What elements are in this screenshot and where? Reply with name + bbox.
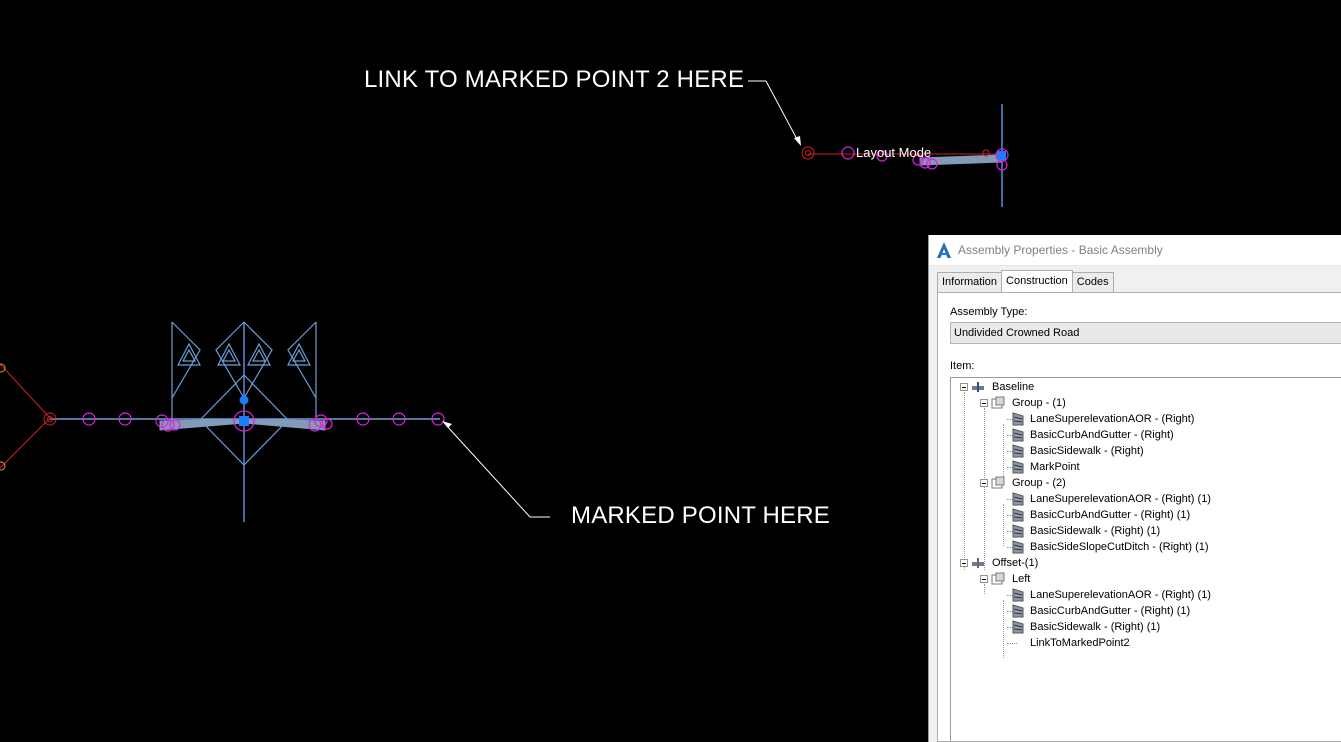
autocad-a-icon <box>937 242 951 258</box>
assembly-type-label: Assembly Type: <box>950 306 1028 318</box>
tree-node-label: LaneSuperelevationAOR - (Right) <box>1030 413 1195 425</box>
daylight-flags <box>171 321 317 420</box>
offset-assembly[interactable] <box>801 104 1009 207</box>
tree-node-label: BasicSideSlopeCutDitch - (Right) (1) <box>1030 541 1209 553</box>
side-marker-lower[interactable] <box>0 461 6 471</box>
marked-point-leader <box>442 421 550 518</box>
layout-mode-label: Layout Mode <box>856 145 932 160</box>
tree-connector <box>964 392 965 570</box>
baseline-marker-left[interactable] <box>43 412 57 426</box>
tree-connector <box>1007 611 1017 612</box>
collapse-toggle-offset[interactable] <box>960 559 968 567</box>
subassembly-icon <box>1012 508 1024 522</box>
assembly-type-field[interactable]: Undivided Crowned Road <box>950 322 1341 344</box>
offset-grip[interactable] <box>997 151 1006 160</box>
tree-connector <box>1003 504 1004 546</box>
subassembly-icon <box>1012 588 1024 602</box>
link-annotation: LINK TO MARKED POINT 2 HERE <box>364 66 745 93</box>
group-icon <box>991 396 1005 409</box>
tab-codes[interactable]: Codes <box>1071 272 1114 292</box>
tree-connector <box>1007 451 1017 452</box>
tree-node-label: LaneSuperelevationAOR - (Right) (1) <box>1030 493 1211 505</box>
offset-point-markers[interactable] <box>841 146 1009 171</box>
left-slope-line-lower <box>0 417 51 469</box>
marked-point-annotation: MARKED POINT HERE <box>571 502 830 529</box>
tree-node-label: Left <box>1012 573 1031 585</box>
side-marker-upper[interactable] <box>0 363 6 373</box>
tree-connector <box>1007 467 1017 468</box>
assembly-origin-grip[interactable] <box>239 395 249 405</box>
point-markers[interactable] <box>82 410 445 432</box>
tree-connector <box>1007 419 1017 420</box>
tree-node-label: BasicCurbAndGutter - (Right) <box>1030 429 1174 441</box>
offset-baseline-marker[interactable] <box>801 146 815 160</box>
tree-connector <box>1007 499 1017 500</box>
subassembly-icon <box>1012 412 1024 426</box>
offset-end-marker[interactable] <box>982 149 990 157</box>
tree-connector <box>1007 515 1017 516</box>
tree-node-label: Group - (2) <box>1012 477 1066 489</box>
offset-icon <box>972 558 984 568</box>
tree-connector <box>1007 643 1017 644</box>
tree-node-label: LaneSuperelevationAOR - (Right) (1) <box>1030 589 1211 601</box>
tree-connector <box>1007 435 1017 436</box>
collapse-toggle-group-2[interactable] <box>980 479 988 487</box>
baseline-diamond <box>199 374 289 466</box>
tree-connector <box>984 408 985 570</box>
tab-strip: Information Construction Codes <box>937 270 1114 292</box>
baseline-marker-left-inner <box>47 416 53 422</box>
tab-information[interactable]: Information <box>937 272 1003 292</box>
subassembly-icon <box>1012 444 1024 458</box>
offset-baseline-marker-inner <box>805 150 811 156</box>
collapse-toggle-group-1[interactable] <box>980 399 988 407</box>
tree-node-label: BasicCurbAndGutter - (Right) (1) <box>1030 509 1191 521</box>
offset-lane-shape[interactable] <box>919 154 1003 166</box>
dialog-title: Assembly Properties - Basic Assembly <box>958 243 1163 257</box>
tree-node-label: BasicCurbAndGutter - (Right) (1) <box>1030 605 1191 617</box>
tree-connector <box>1003 600 1004 658</box>
tree-node-label: Offset-(1) <box>992 557 1039 569</box>
left-slope-line-upper <box>0 363 51 419</box>
subassembly-icon <box>1012 492 1024 506</box>
baseline-icon <box>972 382 984 392</box>
assembly-properties-dialog[interactable]: Assembly Properties - Basic Assembly Inf… <box>928 235 1341 742</box>
group-icon <box>991 572 1005 585</box>
subassembly-icon <box>1012 604 1024 618</box>
subassembly-icon <box>1012 460 1024 474</box>
collapse-toggle-left[interactable] <box>980 575 988 583</box>
dialog-titlebar[interactable]: Assembly Properties - Basic Assembly <box>929 235 1341 266</box>
subassembly-icon <box>1012 620 1024 634</box>
tree-connector <box>1003 424 1004 482</box>
right-lane-shape[interactable] <box>243 418 326 431</box>
subassembly-icon <box>1012 428 1024 442</box>
subassembly-icon <box>1012 540 1024 554</box>
collapse-toggle-baseline[interactable] <box>960 383 968 391</box>
main-assembly[interactable] <box>0 321 445 522</box>
tree-node-label: LinkToMarkedPoint2 <box>1030 637 1130 649</box>
link-leader <box>748 80 801 146</box>
tree-node-label: MarkPoint <box>1030 461 1080 473</box>
tree-connector <box>1007 531 1017 532</box>
item-label: Item: <box>950 360 975 372</box>
assembly-insert-grip[interactable] <box>239 416 249 426</box>
tree-node-label: BasicSidewalk - (Right) (1) <box>1030 525 1161 537</box>
marked-point-marker <box>431 412 445 426</box>
tree-connector <box>1007 547 1017 548</box>
subassembly-icon <box>1012 524 1024 538</box>
construction-panel: Assembly Type: Undivided Crowned Road It… <box>937 292 1341 742</box>
assembly-item-tree[interactable]: Baseline Group - (1) LaneSuperelevationA… <box>950 377 1341 741</box>
tree-node-label: Group - (1) <box>1012 397 1066 409</box>
tree-connector <box>1007 595 1017 596</box>
tab-construction[interactable]: Construction <box>1001 270 1073 292</box>
group-icon <box>991 476 1005 489</box>
tree-connector <box>984 584 985 594</box>
tree-node-label: Baseline <box>992 381 1035 393</box>
tree-connector <box>1007 627 1017 628</box>
tree-node-label: BasicSidewalk - (Right) <box>1030 445 1144 457</box>
tree-node-label: BasicSidewalk - (Right) (1) <box>1030 621 1161 633</box>
